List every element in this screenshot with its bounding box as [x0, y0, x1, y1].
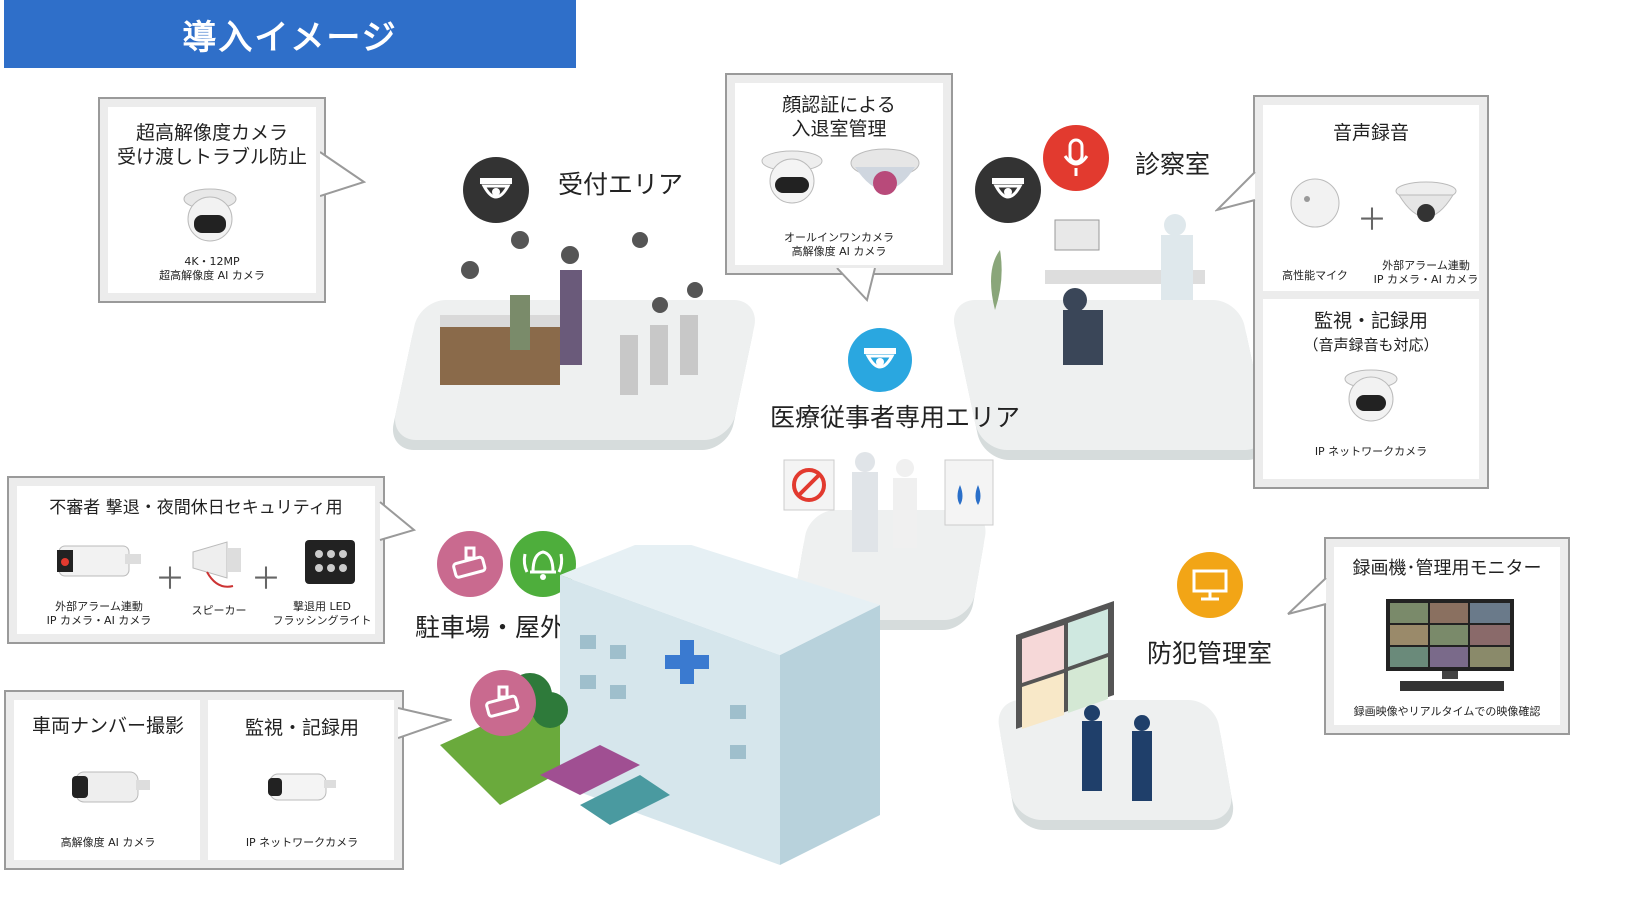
alarm-bell-icon: [522, 550, 564, 580]
plus-icon: ＋: [155, 562, 185, 597]
reception-callout: 超高解像度カメラ 受け渡しトラブル防止 4K・12MP 超高解像度 AI カメラ: [98, 97, 326, 303]
dome-camera-icon: [992, 178, 1024, 199]
speaker-image: [192, 541, 241, 588]
reception-callout-title-2: 受け渡しトラブル防止: [116, 146, 307, 168]
dome-camera-icon: [480, 178, 512, 199]
all-in-one-camera-image: [850, 148, 920, 195]
plus-icon: ＋: [251, 562, 281, 597]
mic-label: 高性能マイク: [1282, 269, 1348, 282]
suspicious-title: 不審者 撃退・夜間休日セキュリティ用: [49, 498, 343, 518]
medical-staff-scene: [783, 452, 994, 552]
suspicious-cam-2: IP カメラ・AI カメラ: [46, 614, 152, 627]
recorder-title: 録画機･管理用モニター: [1352, 558, 1542, 579]
bullet-camera-image: [57, 545, 141, 577]
audio-callout: 音声録音 ＋ 高性能マイク 外部アラーム連動 IP カメラ・AI カメラ 監視・…: [1253, 95, 1489, 489]
plate-title: 車両ナンバー撮影: [31, 715, 184, 737]
bullet-camera-image: [72, 771, 150, 803]
ip-camera-image: [1344, 369, 1398, 422]
dome-camera-image: [1395, 181, 1457, 222]
parking-monitor-title: 監視・記録用: [244, 717, 359, 739]
audio-callout-tail: [1215, 171, 1256, 212]
security-room-label: 防犯管理室: [1147, 639, 1273, 668]
led-label-1: 撃退用 LED: [292, 600, 352, 613]
bullet-camera-icon: [452, 546, 487, 579]
recorder-monitor-image: [1386, 599, 1514, 691]
recorder-callout-tail: [1287, 577, 1327, 615]
audio-divider: [1255, 291, 1487, 299]
ip-bullet-camera-image: [268, 773, 336, 801]
dome-camera-icon: [864, 348, 896, 369]
face-auth-callout: 顔認証による 入退室管理 オールインワンカメラ 高解像度 AI カメラ: [725, 73, 953, 275]
parking-monitor-cam-label: IP ネットワークカメラ: [245, 836, 359, 849]
face-auth-callout-tail: [836, 268, 876, 303]
speaker-label: スピーカー: [191, 604, 247, 617]
reception-scene: [440, 231, 703, 395]
reception-cam-spec-2: 超高解像度 AI カメラ: [159, 269, 265, 282]
microphone-icon: [1063, 138, 1089, 176]
plate-cam-label: 高解像度 AI カメラ: [60, 836, 156, 849]
recorder-caption: 録画映像やリアルタイムでの映像確認: [1353, 705, 1541, 718]
recorder-callout: 録画機･管理用モニター 録画映像やリアルタイムでの映像確認: [1324, 537, 1570, 735]
exam-camera-badge: [975, 157, 1041, 223]
parking-callout: 車両ナンバー撮影 高解像度 AI カメラ 監視・記録用 IP ネットワークカメラ: [4, 690, 404, 870]
exam-room-scene: [991, 214, 1205, 365]
medical-staff-area-label: 医療従事者専用エリア: [770, 403, 1021, 432]
exam-mic-badge: [1043, 125, 1109, 191]
page-title-banner: 導入イメージ: [4, 0, 576, 68]
audio-title: 音声録音: [1332, 122, 1409, 144]
reception-callout-tail: [320, 151, 366, 197]
security-room-scene: [1016, 601, 1152, 801]
face-auth-cam-1: オールインワンカメラ: [784, 231, 894, 244]
bullet-camera-icon: [485, 685, 520, 718]
suspicious-callout-tail: [379, 501, 417, 541]
face-auth-cam-2: 高解像度 AI カメラ: [791, 245, 887, 258]
microphone-device-image: [1290, 178, 1340, 228]
hospital-building: [440, 545, 880, 865]
monitor-record-title-2: （音声録音も対応）: [1303, 336, 1439, 354]
reception-area-label: 受付エリア: [558, 170, 684, 199]
parking-camera-badge: [437, 531, 503, 597]
monitor-icon: [1192, 569, 1228, 601]
led-light-image: [305, 540, 355, 584]
dome-ai-camera-image: [183, 188, 237, 242]
reception-cam-spec-1: 4K・12MP: [184, 255, 240, 268]
audio-cam-1: 外部アラーム連動: [1382, 259, 1470, 272]
monitor-record-cam-label: IP ネットワークカメラ: [1314, 445, 1428, 458]
monitor-record-title-1: 監視・記録用: [1313, 310, 1428, 332]
exam-room-label: 診察室: [1135, 150, 1211, 179]
suspicious-cam-1: 外部アラーム連動: [55, 600, 143, 613]
parking-camera-badge-2: [470, 670, 536, 736]
suspicious-callout: 不審者 撃退・夜間休日セキュリティ用 ＋ ＋ 外部アラーム連動 IP カメラ・A…: [7, 476, 385, 644]
reception-callout-title-1: 超高解像度カメラ: [135, 122, 288, 144]
face-auth-title-1: 顔認証による: [782, 94, 896, 116]
face-auth-title-2: 入退室管理: [791, 118, 887, 140]
security-room-monitor-badge: [1177, 552, 1243, 618]
parking-callout-tail: [398, 707, 452, 739]
dome-camera-image: [761, 150, 823, 204]
parking-callout-divider: [200, 692, 208, 868]
led-label-2: フラッシングライト: [272, 614, 372, 627]
audio-cam-2: IP カメラ・AI カメラ: [1373, 273, 1479, 286]
medical-staff-camera-badge: [848, 328, 912, 392]
plus-icon: ＋: [1357, 203, 1387, 238]
reception-camera-badge: [463, 157, 529, 223]
